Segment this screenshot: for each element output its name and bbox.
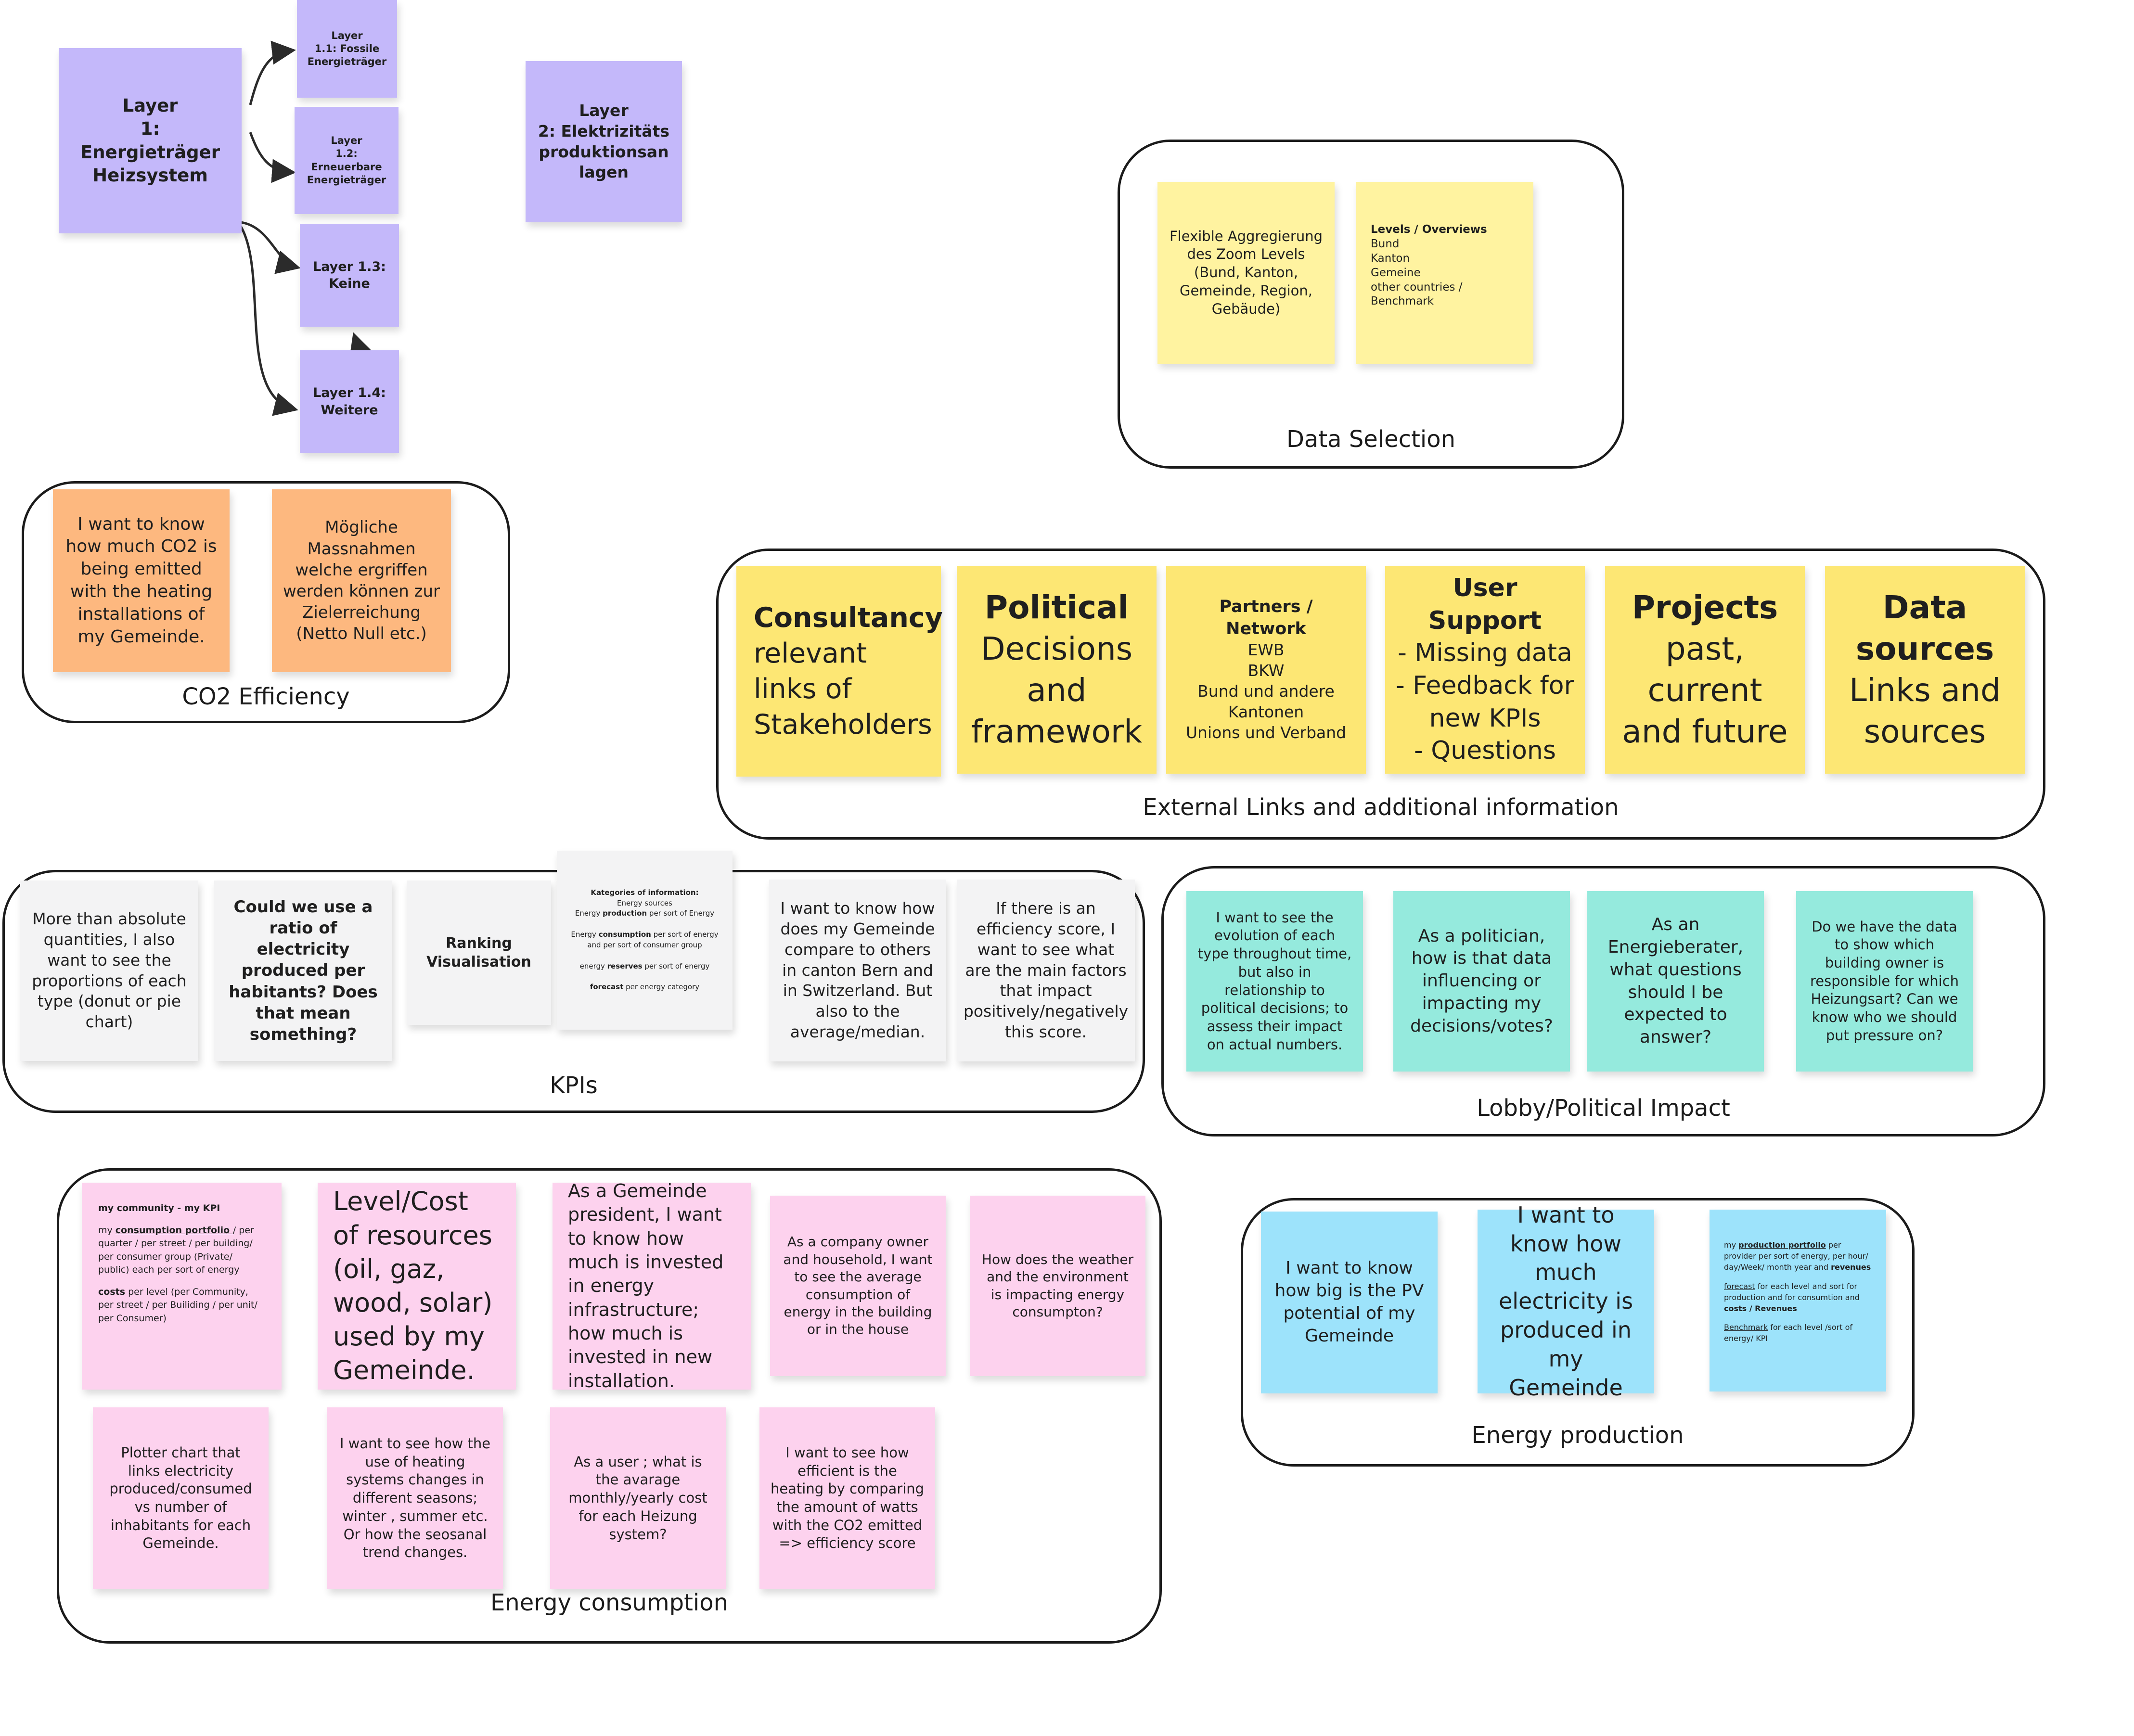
company-owner-note[interactable]: As a company owner and household, I want… [770,1196,946,1376]
consultancy-note[interactable]: Consultancy relevant links of Stakeholde… [736,566,943,777]
efficiency-score-note[interactable]: If there is an efficiency score, I want … [957,880,1135,1061]
energieberater-note[interactable]: As an Energieberater, what questions sho… [1587,891,1764,1072]
energy-production-title: Energy production [1471,1422,1684,1449]
layer-1-1-note[interactable]: Layer 1.1: Fossile Energieträger [297,0,397,98]
categories-line-4: energy reserves per sort of energy [579,961,710,970]
politician-data-note[interactable]: As a politician, how is that data influe… [1393,891,1570,1072]
partners-heading: Partners / Network [1219,597,1313,638]
building-owner-note[interactable]: Do we have the data to show which buildi… [1796,891,1973,1072]
co2-efficiency-frame: CO2 Efficiency [22,481,510,723]
ratio-electricity-note[interactable]: Could we use a ratio of electricity prod… [214,881,392,1061]
costs-per-level-text: costs per level (per Community, per stre… [98,1286,257,1324]
categories-line-2: Energy production per sort of Energy [575,909,715,918]
categories-line-3: Energy consumption per sort of energy an… [571,930,719,949]
arrow-l13-to-l14 [349,332,373,359]
lobby-political-title: Lobby/Political Impact [1477,1095,1730,1122]
level-cost-resources-note[interactable]: Level/Cost of resources (oil, gaz, wood,… [318,1183,516,1390]
levels-overviews-items: Bund Kanton Gemeine other countries / Be… [1371,237,1463,308]
data-selection-title: Data Selection [1286,426,1456,453]
consultancy-heading: Consultancy [754,601,943,634]
categories-information-note[interactable]: Kategories of information: Energy source… [557,851,733,1030]
political-decisions-note[interactable]: Political Decisions and framework [957,566,1157,774]
layer-1-3-note[interactable]: Layer 1.3: Keine [300,224,399,327]
energy-consumption-title: Energy consumption [490,1589,729,1616]
levels-overviews-note[interactable]: Levels / Overviews Bund Kanton Gemeine o… [1356,182,1533,364]
electricity-produced-note[interactable]: I want to know how much electricity is p… [1478,1202,1654,1401]
external-links-title: External Links and additional informatio… [1143,794,1619,821]
layer-1-note[interactable]: Layer 1: Energieträger Heizsystem [59,48,242,233]
proportions-note[interactable]: More than absolute quantities, I also wa… [20,881,198,1061]
weather-impact-note[interactable]: How does the weather and the environment… [970,1196,1145,1376]
arrow-l1-to-l11 [249,40,296,105]
heating-efficiency-note[interactable]: I want to see how efficient is the heati… [759,1407,935,1589]
kpis-title: KPIs [550,1072,598,1099]
compare-gemeinde-note[interactable]: I want to know how does my Gemeinde comp… [769,880,946,1061]
average-cost-heizung-note[interactable]: As a user ; what is the avarage monthly/… [550,1407,726,1589]
consumption-portfolio-text: my consumption portfolio / per quarter /… [98,1225,254,1276]
projects-heading: Projects [1632,589,1778,626]
heating-seasons-note[interactable]: I want to see how the use of heating sys… [327,1407,503,1589]
benchmark-text: Benchmark for each level /sort of energy… [1724,1323,1852,1343]
production-portfolio-note[interactable]: my production portfolio per provider per… [1710,1210,1886,1391]
user-support-note[interactable]: User Support - Missing data - Feedback f… [1385,566,1585,774]
ranking-visualisation-note[interactable]: Ranking Visualisation [407,881,551,1025]
categories-line-1: Energy sources [617,898,672,907]
data-sources-note[interactable]: Data sources Links and sources [1825,566,2025,774]
gemeinde-president-note[interactable]: As a Gemeinde president, I want to know … [553,1180,751,1391]
arrow-l1-to-l13 [240,221,301,274]
partners-body: EWB BKW Bund und andere Kantonen Unions … [1185,640,1347,742]
data-sources-heading: Data sources [1855,589,1994,668]
layer-2-note[interactable]: Layer 2: Elektrizitätsproduktionsanlagen [526,61,682,222]
layer-1-4-note[interactable]: Layer 1.4: Weitere [300,350,399,453]
evolution-political-note[interactable]: I want to see the evolution of each type… [1186,891,1363,1072]
arrow-l1-to-l12 [249,132,296,183]
co2-efficiency-title: CO2 Efficiency [182,683,350,710]
my-community-heading: my community - my KPI [98,1203,220,1213]
partners-network-note[interactable]: Partners / Network EWB BKW Bund und ande… [1166,566,1366,774]
data-sources-body: Links and sources [1849,672,2001,750]
layer-1-2-note[interactable]: Layer 1.2: Erneuerbare Energieträger [295,107,399,214]
user-support-heading: User Support [1428,574,1542,635]
political-heading: Political [984,589,1129,626]
projects-note[interactable]: Projects past, current and future [1605,566,1805,774]
plotter-chart-note[interactable]: Plotter chart that links electricity pro… [93,1407,269,1589]
political-body: Decisions and framework [971,630,1143,750]
categories-line-5: forecast per energy category [590,983,700,992]
forecast-text: forecast for each level and sort for pro… [1724,1281,1860,1313]
external-links-frame: External Links and additional informatio… [716,549,2045,840]
energy-consumption-frame: Energy consumption [57,1168,1162,1644]
arrow-l1-to-l14 [238,223,298,416]
levels-overviews-heading: Levels / Overviews [1371,223,1487,236]
co2-emission-note[interactable]: I want to know how much CO2 is being emi… [53,489,230,672]
projects-body: past, current and future [1622,630,1788,750]
zoom-aggregation-note[interactable]: Flexible Aggregierung des Zoom Levels (B… [1157,182,1335,364]
production-portfolio-text: my production portfolio per provider per… [1724,1240,1871,1272]
measures-note[interactable]: Mögliche Massnahmen welche ergriffen wer… [272,489,451,672]
categories-heading: Kategories of information: [591,888,699,897]
my-community-kpi-note[interactable]: my community - my KPI my consumption por… [82,1183,282,1390]
lobby-political-frame: Lobby/Political Impact [1161,866,2045,1136]
energy-production-frame: Energy production [1241,1198,1915,1467]
consultancy-body: relevant links of Stakeholders [754,637,932,741]
user-support-body: - Missing data - Feedback for new KPIs -… [1396,638,1574,766]
pv-potential-note[interactable]: I want to know how big is the PV potenti… [1261,1212,1438,1393]
data-selection-frame: Data Selection [1118,140,1624,469]
